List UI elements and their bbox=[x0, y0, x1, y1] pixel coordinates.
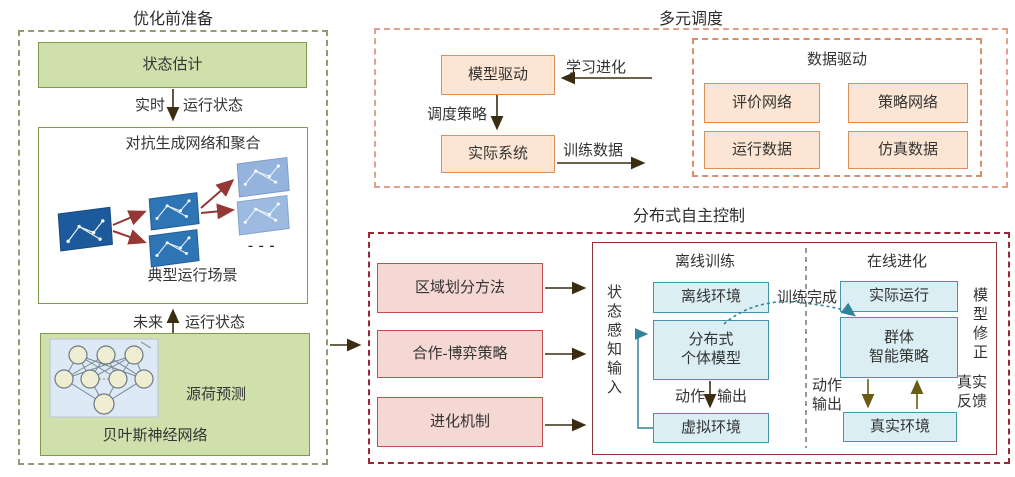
offline-output-label: 输出 bbox=[717, 389, 748, 405]
future-state-label: 运行状态 bbox=[185, 315, 246, 331]
simulation-data-box: 仿真数据 bbox=[848, 131, 968, 169]
gan-ellipsis: - - - bbox=[248, 238, 276, 254]
control-section-frame bbox=[368, 232, 1010, 464]
real-feedback-line1: 真实 bbox=[956, 375, 987, 391]
evolution-mechanism-box: 进化机制 bbox=[377, 397, 543, 447]
offline-action-label: 动作 bbox=[675, 389, 706, 405]
model-correction-vertical-label: 模型修正 bbox=[972, 288, 988, 361]
swarm-strategy-line1: 群体 bbox=[883, 329, 914, 346]
region-division-box: 区域划分方法 bbox=[377, 263, 543, 313]
coop-game-box: 合作-博弈策略 bbox=[377, 330, 543, 378]
coop-game-label: 合作-博弈策略 bbox=[412, 345, 508, 362]
gan-caption: 典型运行场景 bbox=[147, 268, 238, 284]
virtual-env-box: 虚拟环境 bbox=[653, 413, 769, 443]
offline-env-box: 离线环境 bbox=[653, 282, 769, 313]
distributed-model-line2: 个体模型 bbox=[680, 351, 741, 367]
run-state-label: 运行状态 bbox=[183, 98, 244, 114]
state-input-vertical-label: 状态感知输入 bbox=[606, 285, 622, 396]
policy-network-box: 策略网络 bbox=[848, 83, 968, 123]
control-section-title: 分布式自主控制 bbox=[632, 208, 745, 225]
bayes-label: 贝叶斯神经网络 bbox=[102, 428, 208, 444]
learning-evolution-label: 学习进化 bbox=[566, 60, 627, 76]
swarm-strategy-line2: 智能策略 bbox=[868, 348, 929, 365]
real-env-label: 真实环境 bbox=[869, 418, 930, 435]
actual-run-label: 实际运行 bbox=[868, 288, 929, 304]
distributed-model-box: 分布式 个体模型 bbox=[653, 320, 769, 380]
model-driven-box: 模型驱动 bbox=[441, 55, 555, 95]
online-action-line1: 动作 bbox=[811, 378, 842, 394]
policy-network-label: 策略网络 bbox=[877, 94, 938, 111]
eval-network-box: 评价网络 bbox=[704, 83, 820, 123]
evolution-mechanism-label: 进化机制 bbox=[429, 413, 490, 430]
actual-run-box: 实际运行 bbox=[840, 281, 958, 312]
simulation-data-label: 仿真数据 bbox=[877, 141, 938, 158]
dispatch-section-title: 多元调度 bbox=[658, 11, 723, 28]
forecast-label: 源荷预测 bbox=[186, 387, 247, 403]
gan-title: 对抗生成网络和聚合 bbox=[125, 136, 261, 152]
real-feedback-line2: 反馈 bbox=[956, 394, 987, 410]
training-data-label: 训练数据 bbox=[563, 143, 624, 159]
eval-network-label: 评价网络 bbox=[731, 94, 792, 111]
actual-system-label: 实际系统 bbox=[467, 145, 528, 162]
future-label: 未来 bbox=[133, 315, 164, 331]
training-done-label: 训练完成 bbox=[777, 290, 838, 306]
region-division-label: 区域划分方法 bbox=[414, 279, 505, 296]
real-env-box: 真实环境 bbox=[843, 412, 957, 442]
online-evolution-title: 在线进化 bbox=[866, 254, 927, 270]
state-estimation-label: 状态估计 bbox=[142, 56, 203, 73]
swarm-strategy-box: 群体 智能策略 bbox=[840, 317, 958, 378]
model-driven-label: 模型驱动 bbox=[467, 66, 528, 83]
dispatch-strategy-label: 调度策略 bbox=[427, 107, 488, 123]
operation-data-label: 运行数据 bbox=[731, 141, 792, 158]
online-action-line2: 输出 bbox=[811, 397, 842, 413]
virtual-env-label: 虚拟环境 bbox=[680, 419, 741, 436]
prep-section-frame bbox=[18, 30, 328, 465]
offline-training-title: 离线训练 bbox=[674, 254, 735, 270]
data-driven-frame bbox=[692, 38, 982, 177]
dispatch-section-frame bbox=[374, 28, 1008, 188]
operation-data-box: 运行数据 bbox=[704, 131, 820, 169]
state-estimation-box: 状态估计 bbox=[38, 42, 307, 88]
distributed-model-line1: 分布式 bbox=[688, 332, 734, 348]
offline-env-label: 离线环境 bbox=[680, 289, 741, 305]
online-action-output-label: 动作 输出 bbox=[809, 377, 845, 415]
data-driven-title: 数据驱动 bbox=[806, 52, 867, 68]
realtime-label: 实时 bbox=[135, 98, 166, 114]
actual-system-box: 实际系统 bbox=[441, 135, 555, 173]
prep-section-title: 优化前准备 bbox=[132, 11, 213, 28]
real-feedback-label: 真实 反馈 bbox=[955, 374, 989, 412]
